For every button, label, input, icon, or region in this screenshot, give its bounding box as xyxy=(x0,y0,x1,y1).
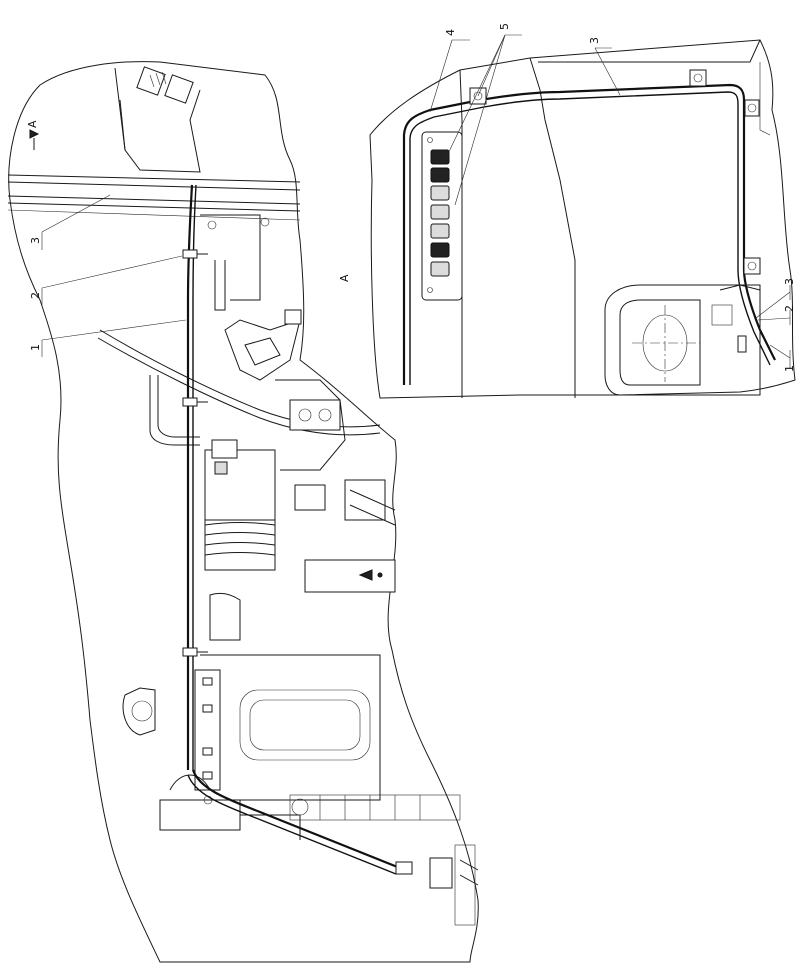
detail-view-outline xyxy=(369,39,796,399)
pump-assembly xyxy=(204,309,396,593)
main-view: A A 3 2 1 xyxy=(7,61,479,963)
callout-3-main: 3 xyxy=(29,237,42,244)
switch-4-icon xyxy=(430,204,450,220)
detail-callouts: 4 5 3 3 2 1 xyxy=(429,23,796,372)
callout-1-main: 1 xyxy=(29,344,42,351)
switch-panel xyxy=(421,131,463,301)
callout-2-detail: 2 xyxy=(783,305,796,312)
view-arrow: A xyxy=(26,120,40,150)
clamp-group xyxy=(182,249,208,657)
callout-4: 4 xyxy=(444,29,457,36)
main-callouts: 3 2 1 xyxy=(29,194,187,357)
flange-plate xyxy=(194,669,221,791)
callout-5: 5 xyxy=(498,23,511,30)
switch-5-icon xyxy=(430,223,450,239)
switch-3-icon xyxy=(430,185,450,201)
detail-view-a: 4 5 3 3 2 1 xyxy=(369,23,796,399)
callout-2-main: 2 xyxy=(29,292,42,299)
callout-1-detail: 1 xyxy=(783,365,796,372)
detail-harness xyxy=(402,83,776,385)
callout-3-detail-top: 3 xyxy=(588,37,601,44)
view-letter: A xyxy=(338,274,351,282)
switch-1-icon xyxy=(430,149,450,165)
switch-2-icon xyxy=(430,167,450,183)
switch-6-icon xyxy=(430,242,450,258)
callout-3-detail: 3 xyxy=(783,278,796,285)
main-view-outline xyxy=(8,61,479,963)
switch-7-icon xyxy=(430,261,450,277)
harness-main xyxy=(186,184,194,770)
view-arrow-label: A xyxy=(26,120,39,128)
